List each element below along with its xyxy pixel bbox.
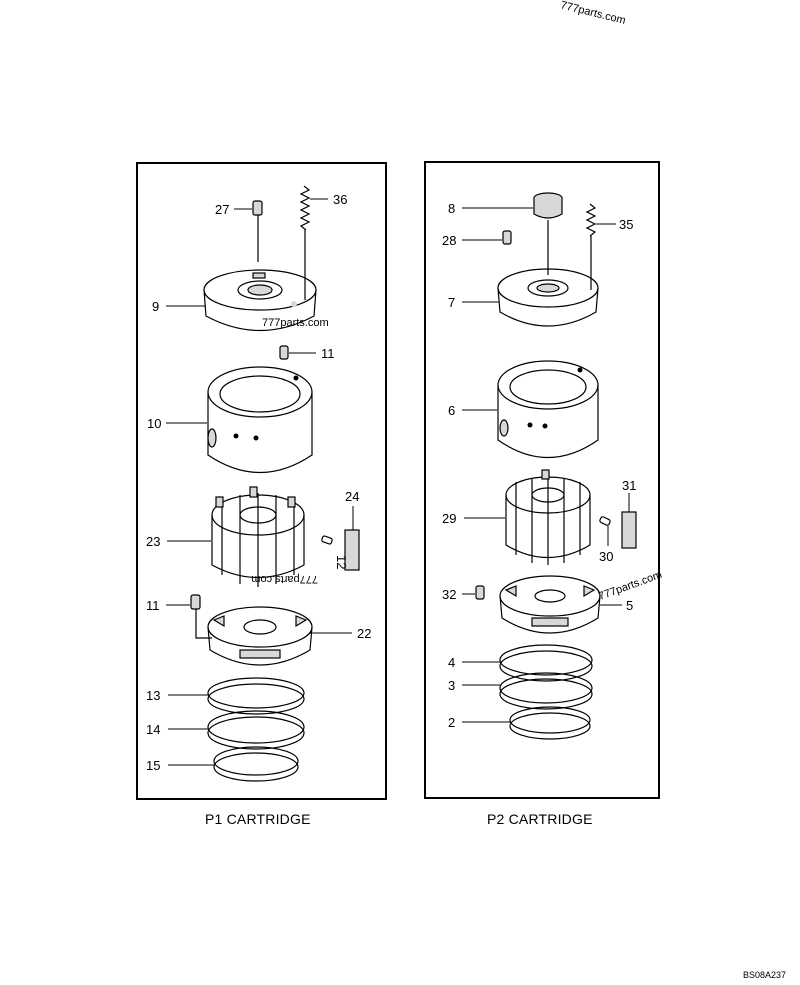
callout-8: 8 — [448, 201, 455, 216]
callout-10: 10 — [147, 416, 161, 431]
p2-cartridge-panel — [424, 161, 660, 799]
callout-15: 15 — [146, 758, 160, 773]
p2-bottom-plate-5 — [499, 575, 601, 634]
p1-cam-ring-10 — [207, 366, 313, 473]
p2-cartridge-caption: P2 CARTRIDGE — [487, 811, 593, 827]
callout-2: 2 — [448, 715, 455, 730]
p2-ring-3 — [499, 672, 593, 710]
callout-23: 23 — [146, 534, 160, 549]
callout-9: 9 — [152, 299, 159, 314]
p1-bottom-plate-22 — [207, 606, 313, 666]
p2-cap-8 — [533, 192, 563, 275]
callout-12: 12 — [334, 555, 349, 569]
p2-pin-28 — [502, 230, 512, 245]
p1-pin-11-upper — [279, 345, 289, 360]
callout-5: 5 — [626, 598, 633, 613]
p1-pin-11-lower — [190, 594, 212, 639]
p2-cam-ring-6 — [497, 360, 599, 458]
p1-cartridge-panel — [136, 162, 387, 800]
callout-4: 4 — [448, 655, 455, 670]
callout-28: 28 — [442, 233, 456, 248]
p1-ring-15 — [213, 746, 299, 782]
p1-ring-13 — [207, 677, 305, 715]
p2-vane-31 — [621, 511, 637, 549]
callout-3: 3 — [448, 678, 455, 693]
p2-ring-4 — [499, 644, 593, 682]
p1-pin-12 — [321, 535, 333, 545]
callout-27: 27 — [215, 202, 229, 217]
p1-spring-36 — [299, 185, 311, 300]
p1-rotor-23 — [211, 486, 305, 587]
callout-6: 6 — [448, 403, 455, 418]
p1-ring-14 — [207, 710, 305, 750]
watermark-p1-rotated: 777parts.com — [251, 573, 318, 585]
callout-31: 31 — [622, 478, 636, 493]
callout-30: 30 — [599, 549, 613, 564]
callout-24: 24 — [345, 489, 359, 504]
p2-spring-35 — [585, 203, 597, 290]
callout-22: 22 — [357, 626, 371, 641]
callout-35: 35 — [619, 217, 633, 232]
p2-pin-32 — [475, 585, 485, 600]
drawing-code: BS08A237 — [742, 970, 786, 980]
callout-13: 13 — [146, 688, 160, 703]
callout-32: 32 — [442, 587, 456, 602]
callout-11-lower: 11 — [146, 598, 160, 613]
p1-top-plate-9 — [203, 269, 317, 331]
p2-pin-30 — [599, 516, 611, 526]
callout-14: 14 — [146, 722, 160, 737]
watermark-top: 777parts.com — [559, 0, 627, 27]
watermark-p1-mid: 777parts.com — [262, 317, 329, 329]
p1-pin-27 — [252, 200, 263, 262]
p1-cartridge-caption: P1 CARTRIDGE — [205, 811, 311, 827]
callout-29: 29 — [442, 511, 456, 526]
p2-top-plate-7 — [497, 268, 599, 327]
p2-ring-2 — [509, 706, 591, 740]
p1-vane-24 — [344, 529, 360, 571]
callout-7: 7 — [448, 295, 455, 310]
callout-36: 36 — [333, 192, 347, 207]
callout-11-upper: 11 — [321, 346, 335, 361]
p2-rotor-29 — [505, 469, 591, 565]
